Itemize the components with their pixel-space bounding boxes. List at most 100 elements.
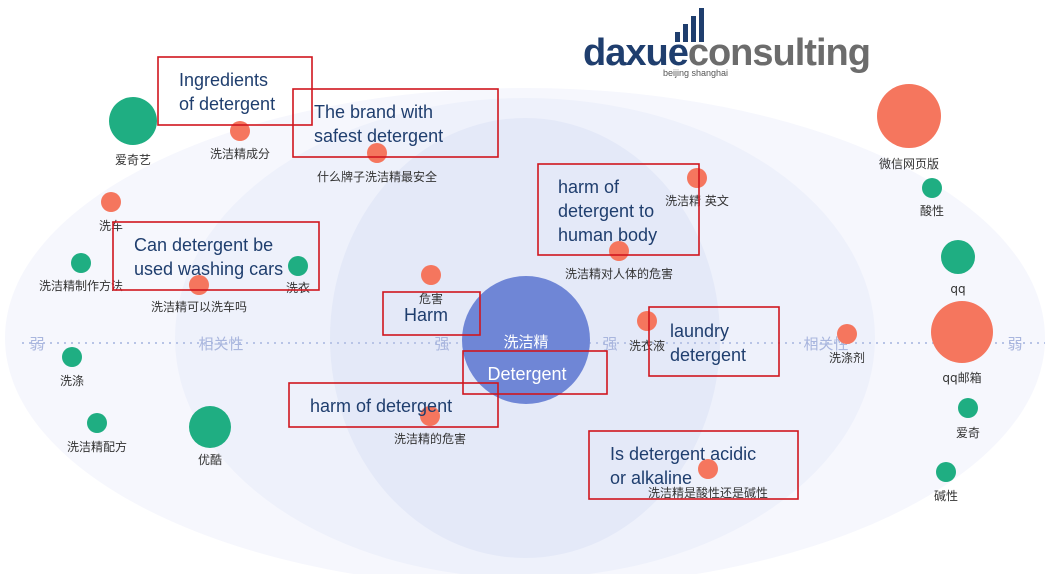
keyword-label: qq邮箱 — [942, 370, 981, 385]
keyword-dot — [931, 301, 993, 363]
axis-label-strong-left: 强 — [434, 335, 449, 353]
keyword-dot — [637, 311, 657, 331]
annotation-text: Can detergent be — [134, 235, 273, 255]
logo-tagline: beijing shanghai — [663, 68, 729, 78]
keyword-dot — [101, 192, 121, 212]
annotation-frame — [288, 382, 499, 428]
annotation-text: harm of detergent — [310, 396, 452, 416]
keyword-dot — [941, 240, 975, 274]
axis-labels: 弱相关性强强相关性弱 — [29, 335, 1022, 353]
keyword-bubble: 洗洁精制作方法 — [39, 253, 123, 293]
keyword-dot — [288, 256, 308, 276]
annotation-text: of detergent — [179, 94, 275, 114]
keyword-bubble: qq — [941, 240, 975, 296]
keyword-dot — [62, 347, 82, 367]
axis-label-weak-right: 弱 — [1007, 335, 1022, 353]
keyword-bubble: 爱奇艺 — [109, 97, 157, 167]
keyword-label: 洗洁精配方 — [67, 439, 127, 454]
keyword-label: 危害 — [419, 291, 443, 306]
annotation-box: Harm — [382, 291, 481, 336]
annotation-frame — [537, 163, 700, 256]
annotation-text: Is detergent acidic — [610, 444, 756, 464]
annotation-box: harm of detergent — [288, 382, 499, 428]
keyword-bubble: 洗涤 — [60, 347, 84, 388]
keyword-dot — [958, 398, 978, 418]
annotation-text: human body — [558, 225, 657, 245]
keyword-bubble: 什么牌子洗洁精最安全 — [317, 143, 437, 184]
center-label: 洗洁精 — [503, 333, 548, 351]
keyword-label: 洗洁精可以洗车吗 — [151, 299, 247, 314]
center-annotation-box: Detergent — [462, 350, 608, 395]
keyword-dot — [367, 143, 387, 163]
annotation-frame — [292, 88, 499, 158]
keyword-dot — [71, 253, 91, 273]
axis-label-strong-right: 强 — [602, 335, 617, 353]
keyword-dot — [109, 97, 157, 145]
annotation-text: used washing cars — [134, 259, 283, 279]
keyword-label: 洗衣 — [286, 280, 310, 295]
logo-brand-dark: daxue — [583, 32, 689, 74]
annotation-text: laundry — [670, 321, 729, 341]
annotation-boxes: Ingredients of detergent The brand withsaf… — [112, 56, 799, 500]
keyword-dot — [936, 462, 956, 482]
annotation-text: Ingredients — [179, 70, 268, 90]
keyword-dot — [877, 84, 941, 148]
keyword-label: 洗洁精成分 — [210, 147, 270, 161]
keyword-dot — [922, 178, 942, 198]
annotation-frame — [382, 291, 481, 336]
annotation-box: laundry detergent — [648, 306, 780, 377]
logo-bars-icon — [675, 8, 707, 42]
keyword-bubble: 危害 — [419, 265, 443, 306]
annotation-box: Ingredients of detergent — [157, 56, 313, 126]
logo-wordmark: daxueconsulting — [583, 32, 871, 74]
annotation-box: Can detergent be used washing cars — [112, 221, 320, 291]
annotation-frame — [157, 56, 313, 126]
keyword-label: qq — [950, 282, 965, 296]
keyword-label: 洗洁精对人体的危害 — [565, 266, 673, 281]
keyword-bubble: 洗涤剂 — [829, 324, 865, 365]
keyword-label: 洗洁精是酸性还是碱性 — [648, 485, 768, 500]
annotation-frame — [112, 221, 320, 291]
keyword-label: 洗衣液 — [629, 338, 665, 353]
annotation-text: safest detergent — [314, 126, 443, 146]
keyword-dot — [189, 406, 231, 448]
keyword-bubble: 碱性 — [934, 462, 958, 503]
keyword-bubble: qq邮箱 — [931, 301, 993, 385]
annotation-text: harm of — [558, 177, 620, 197]
keyword-bubble: 洗衣液 — [629, 311, 665, 353]
keyword-dot — [837, 324, 857, 344]
annotation-text: or alkaline — [610, 468, 692, 488]
keyword-dot — [87, 413, 107, 433]
center-node: 洗洁精 — [462, 276, 590, 404]
keyword-label: 洗洁精的危害 — [394, 431, 466, 446]
annotation-text: Harm — [404, 305, 448, 325]
keyword-label: 洗洁精 英文 — [665, 193, 729, 208]
keyword-label: 微信网页版 — [879, 157, 939, 171]
keyword-label: 爱奇 — [956, 426, 980, 440]
axis-label-weak-left: 弱 — [29, 335, 44, 353]
daxue-consulting-logo: daxueconsulting beijing shanghai — [583, 8, 883, 80]
keyword-bubble: 优酷 — [189, 406, 231, 467]
keyword-label: 什么牌子洗洁精最安全 — [317, 169, 437, 184]
annotation-box: harm of detergent to human body — [537, 163, 700, 256]
logo-brand-grey: consulting — [687, 32, 871, 74]
annotation-text: detergent to — [558, 201, 654, 221]
keyword-bubble: 洗洁精的危害 — [394, 406, 466, 446]
keyword-label: 酸性 — [920, 203, 944, 218]
center-circle — [462, 276, 590, 404]
keyword-bubble: 洗洁精配方 — [67, 413, 127, 454]
keyword-label: 优酷 — [198, 453, 222, 467]
keyword-bubble: 洗洁精对人体的危害 — [565, 241, 673, 281]
keyword-label: 洗洁精制作方法 — [39, 278, 123, 293]
keyword-dot — [420, 406, 440, 426]
axis-label-relevance-right: 相关性 — [803, 335, 848, 353]
keyword-dot — [609, 241, 629, 261]
center-annotation-text: Detergent — [487, 364, 566, 384]
keyword-bubble: 微信网页版 — [877, 84, 941, 171]
keyword-bubble: 洗衣 — [286, 256, 310, 295]
keyword-label: 爱奇艺 — [115, 153, 151, 167]
annotation-text: detergent — [670, 345, 746, 365]
keyword-bubbles: 爱奇艺洗洁精成分什么牌子洗洁精最安全洗车洗洁精制作方法洗衣洗洁精可以洗车吗洗涤洗… — [39, 84, 993, 503]
